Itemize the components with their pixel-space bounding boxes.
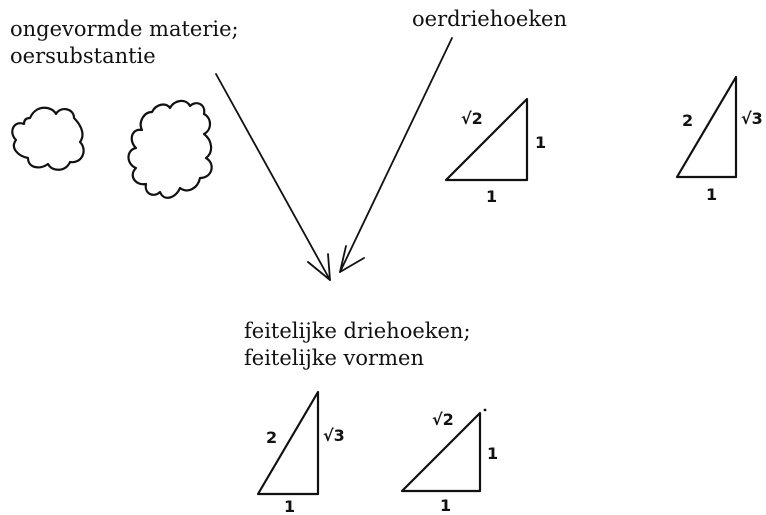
raw-matter-blob-large xyxy=(127,99,213,199)
actual-triangle-half-equilateral-shape xyxy=(256,390,320,496)
primal-triangle-half-equilateral-vertical-label: √3 xyxy=(741,109,763,128)
caption-raw-matter: ongevormde materie; oersubstantie xyxy=(10,16,239,70)
caption-primal-triangles: oerdriehoeken xyxy=(412,6,567,33)
actual-triangle-isosceles: √2 1 1 xyxy=(400,408,498,515)
actual-triangle-isosceles-shape xyxy=(400,411,482,493)
caption-raw-matter-line2: oersubstantie xyxy=(10,44,156,68)
actual-triangle-half-equilateral-hypotenuse-label: 2 xyxy=(266,428,277,447)
ink-speck xyxy=(483,408,487,412)
primal-triangle-half-equilateral-horizontal-label: 1 xyxy=(706,185,717,204)
actual-triangle-isosceles-horizontal-label: 1 xyxy=(440,496,451,515)
primal-triangle-half-equilateral: 2 √3 1 xyxy=(675,75,763,204)
actual-triangle-half-equilateral-horizontal-label: 1 xyxy=(284,497,295,515)
arrow-from-primal-triangles xyxy=(339,37,453,273)
caption-raw-matter-line1: ongevormde materie; xyxy=(10,17,239,41)
primal-triangle-isosceles: √2 1 1 xyxy=(444,97,546,206)
caption-actual-shapes: feitelijke driehoeken; feitelijke vormen xyxy=(244,318,471,372)
primal-triangle-half-equilateral-hypotenuse-label: 2 xyxy=(682,111,693,130)
arrow-from-raw-matter-head xyxy=(307,253,331,281)
caption-actual-line2: feitelijke vormen xyxy=(244,346,424,370)
primal-triangle-half-equilateral-shape xyxy=(675,75,738,179)
caption-actual-line1: feitelijke driehoeken; xyxy=(244,319,471,343)
primal-triangle-isosceles-hypotenuse-label: √2 xyxy=(461,109,483,128)
primal-triangle-isosceles-horizontal-label: 1 xyxy=(486,187,497,206)
caption-primal-triangles-text: oerdriehoeken xyxy=(412,7,568,31)
primal-triangle-isosceles-vertical-label: 1 xyxy=(535,133,546,152)
actual-triangle-isosceles-hypotenuse-label: √2 xyxy=(432,410,454,429)
arrow-from-primal-triangles-head xyxy=(339,245,365,273)
raw-matter-blob-small xyxy=(11,106,85,171)
actual-triangle-half-equilateral-vertical-label: √3 xyxy=(323,426,345,445)
actual-triangle-isosceles-vertical-label: 1 xyxy=(487,444,498,463)
actual-triangle-half-equilateral: 2 √3 1 xyxy=(256,390,345,515)
primal-triangle-isosceles-shape xyxy=(444,97,529,182)
arrow-from-raw-matter xyxy=(215,73,331,281)
